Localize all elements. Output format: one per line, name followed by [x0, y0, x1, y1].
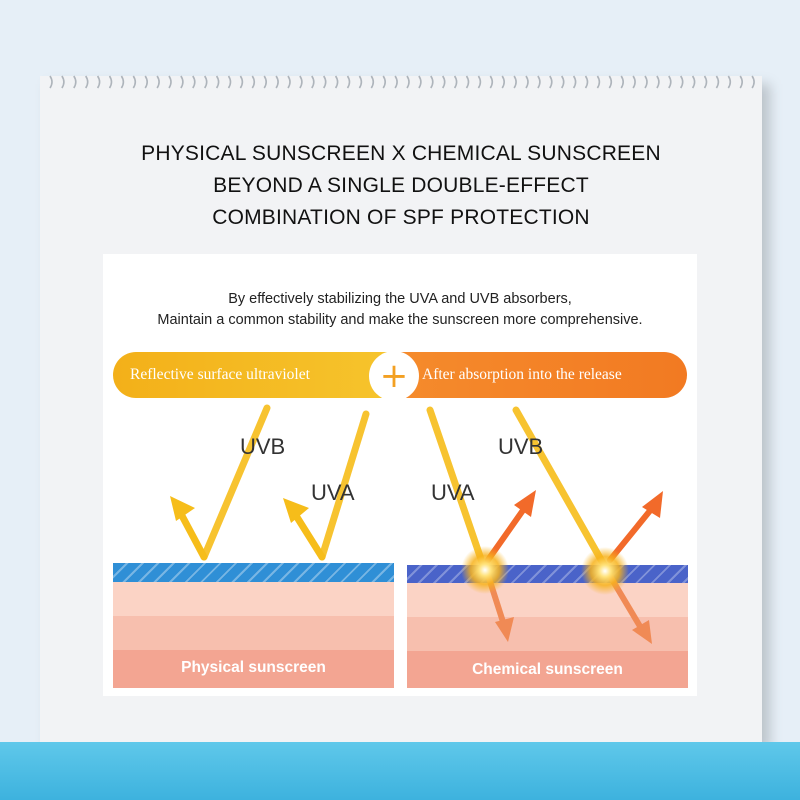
spiral-ring: [442, 75, 446, 89]
spiral-ring: [537, 75, 541, 89]
spiral-ring: [49, 75, 53, 89]
spiral-ring: [144, 75, 148, 89]
physical-uva-label: UVA: [311, 480, 355, 505]
chemical-uvb-label: UVB: [498, 434, 544, 459]
headline: PHYSICAL SUNSCREEN X CHEMICAL SUNSCREEN …: [40, 138, 762, 234]
spiral-ring: [204, 75, 208, 89]
spiral-ring: [96, 75, 101, 89]
chemical-uva-label: UVA: [431, 480, 475, 505]
chemical-skin-bottom: [407, 651, 688, 688]
spiral-ring: [430, 75, 434, 89]
physical-skin-top: [113, 582, 394, 616]
spiral-ring: [739, 75, 743, 89]
spiral-ring: [358, 75, 363, 89]
spiral-ring: [251, 75, 256, 89]
chemical-sunscreen-label: Chemical sunscreen: [472, 661, 623, 678]
spiral-ring: [73, 75, 77, 89]
spiral-ring: [215, 75, 220, 89]
spiral-ring: [668, 75, 672, 89]
headline-line-2: BEYOND A SINGLE DOUBLE-EFFECT: [213, 174, 589, 197]
headline-line-3: COMBINATION OF SPF PROTECTION: [212, 206, 590, 229]
absorption-label: After absorption into the release: [422, 366, 622, 383]
spiral-ring: [691, 75, 696, 89]
spiral-ring: [525, 75, 529, 89]
spiral-binding: [49, 75, 755, 89]
absorption-glow-uvb: [581, 547, 629, 595]
plus-icon: +: [379, 356, 409, 396]
bottom-color-band: [0, 742, 800, 800]
spiral-ring: [323, 75, 327, 89]
spiral-ring: [584, 75, 589, 89]
spiral-ring: [715, 75, 720, 89]
physical-skin-bottom: [113, 650, 394, 688]
physical-film-layer: [113, 563, 394, 582]
spiral-ring: [239, 75, 244, 89]
spiral-ring: [192, 75, 196, 89]
spiral-ring: [680, 75, 684, 89]
spiral-ring: [168, 75, 172, 89]
description: By effectively stabilizing the UVA and U…: [103, 289, 697, 331]
spiral-ring: [263, 75, 267, 89]
physical-sunscreen-label: Physical sunscreen: [181, 659, 326, 676]
spiral-ring: [299, 75, 303, 89]
spiral-ring: [477, 75, 482, 89]
spiral-ring: [287, 75, 291, 89]
reflective-banner: [113, 352, 403, 398]
spiral-ring: [311, 75, 315, 89]
spiral-ring: [406, 75, 410, 89]
spiral-ring: [394, 75, 398, 89]
reflective-label: Reflective surface ultraviolet: [130, 366, 310, 383]
physical-uvb-label: UVB: [240, 434, 286, 459]
spiral-ring: [156, 75, 160, 89]
physical-uva-ray: [283, 410, 370, 561]
spiral-ring: [632, 75, 636, 89]
spiral-ring: [751, 75, 755, 89]
spiral-ring: [370, 75, 375, 89]
spiral-ring: [418, 75, 422, 89]
spiral-ring: [275, 75, 279, 89]
spiral-ring: [85, 75, 89, 89]
headline-line-1: PHYSICAL SUNSCREEN X CHEMICAL SUNSCREEN: [141, 142, 661, 165]
spiral-ring: [572, 75, 577, 89]
absorption-glow-uva: [461, 546, 509, 594]
plus-circle: [369, 351, 419, 401]
spiral-ring: [501, 75, 505, 89]
spiral-ring: [61, 75, 65, 89]
spiral-ring: [180, 75, 184, 89]
spiral-ring: [513, 75, 517, 89]
spiral-ring: [727, 75, 732, 89]
description-line-1: By effectively stabilizing the UVA and U…: [228, 291, 572, 307]
spiral-ring: [453, 75, 458, 89]
physical-uvb-ray: [170, 404, 271, 561]
spiral-ring: [703, 75, 708, 89]
spiral-ring: [656, 75, 660, 89]
spiral-ring: [608, 75, 613, 89]
physical-skin-middle: [113, 616, 394, 650]
chemical-skin-top: [407, 583, 688, 617]
absorption-banner: [394, 352, 687, 398]
spiral-ring: [382, 75, 386, 89]
spiral-ring: [549, 75, 553, 89]
spiral-ring: [120, 75, 125, 89]
spiral-ring: [465, 75, 470, 89]
spiral-ring: [346, 75, 351, 89]
spiral-ring: [596, 75, 601, 89]
description-line-2: Maintain a common stability and make the…: [157, 312, 643, 328]
spiral-ring: [561, 75, 565, 89]
spiral-ring: [644, 75, 648, 89]
physical-film-texture: [113, 563, 394, 582]
spiral-ring: [227, 75, 232, 89]
spiral-ring: [132, 75, 137, 89]
spiral-ring: [108, 75, 113, 89]
spiral-ring: [620, 75, 624, 89]
spiral-ring: [489, 75, 494, 89]
spiral-ring: [334, 75, 339, 89]
